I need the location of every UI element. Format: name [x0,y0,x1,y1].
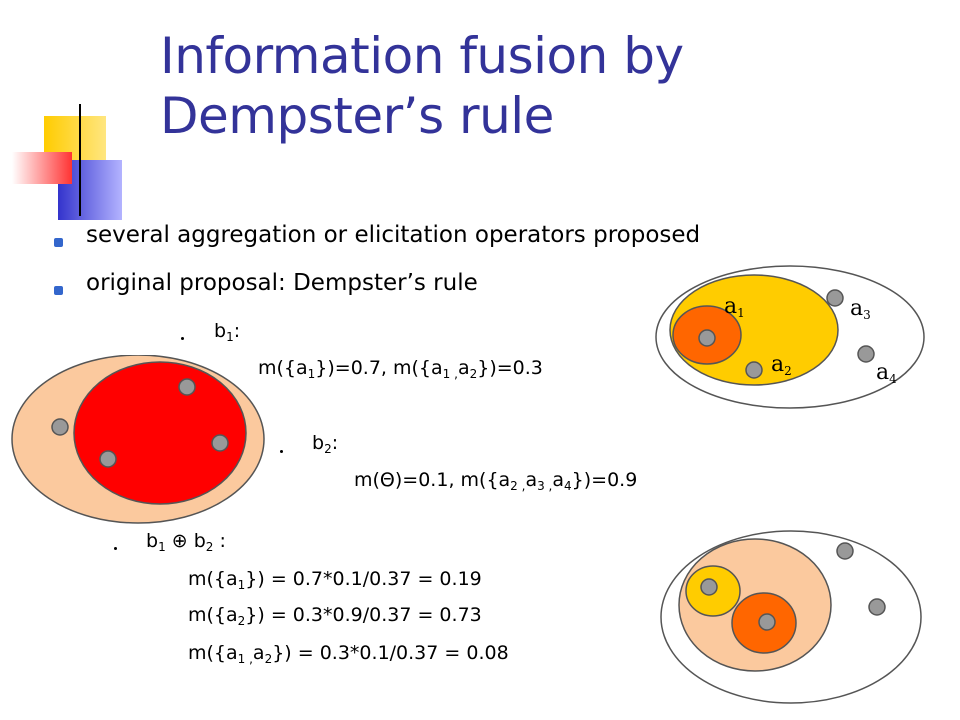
label-a1: a1 [724,294,745,320]
label-a3: a3 [850,296,871,322]
slide-title: Information fusion by Dempster’s rule [160,26,920,146]
red-block [12,152,72,184]
point [700,578,718,596]
bullet-1: several aggregation or elicitation opera… [86,222,701,248]
combination-label: b1 ⊕ b2 : [146,530,226,554]
label-a2: a2 [771,352,792,378]
red-set [73,361,247,505]
title-line-2: Dempster’s rule [160,87,554,145]
label-a4: a4 [876,360,897,386]
decorative-logo [12,104,900,220]
element-a4 [857,345,875,363]
point [868,598,886,616]
title-line-1: Information fusion by [160,27,684,85]
point [51,418,69,436]
bullet-icon [54,286,63,295]
point [99,450,117,468]
sub-bullet-dot [181,337,184,340]
b2-label: b2: [312,432,339,456]
combination-line-2: m({a2}) = 0.3*0.9/0.37 = 0.73 [188,604,482,628]
b2-formula: m(Θ)=0.1, m({a2 ,a3 ,a4})=0.9 [354,469,638,493]
frame-diagram [655,265,925,409]
element-a1 [698,329,716,347]
element-a3 [826,289,844,307]
point [836,542,854,560]
element-a2 [745,361,763,379]
bullet-2: original proposal: Dempster’s rule [86,270,478,296]
point [178,378,196,396]
b1-b2-diagram [11,355,265,524]
sub-bullet-dot [280,450,283,453]
point [758,613,776,631]
sub-bullet-dot [114,547,117,550]
b1-label: b1: [214,320,241,344]
bullet-icon [54,238,63,247]
combination-line-3: m({a1 ,a2}) = 0.3*0.1/0.37 = 0.08 [188,642,509,666]
b1-formula: m({a1})=0.7, m({a1 ,a2})=0.3 [258,357,543,381]
result-diagram [660,530,922,704]
combination-line-1: m({a1}) = 0.7*0.1/0.37 = 0.19 [188,568,482,592]
point [211,434,229,452]
